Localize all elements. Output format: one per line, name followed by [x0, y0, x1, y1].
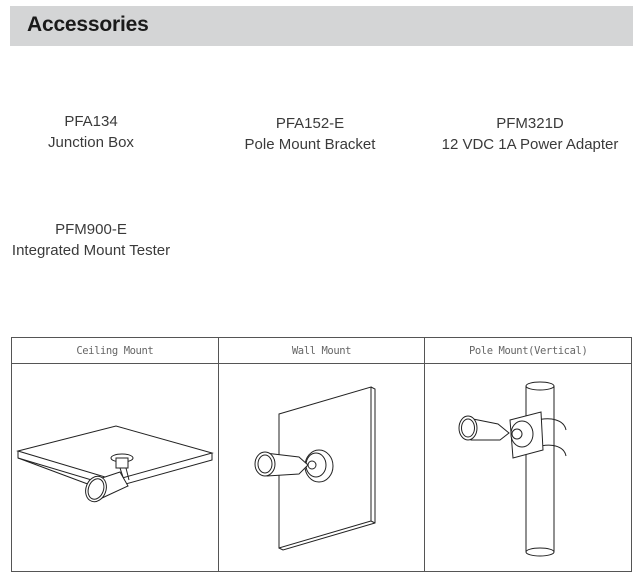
accessory-item: PFA152-E Pole Mount Bracket [230, 113, 390, 155]
section-title: Accessories [27, 13, 149, 36]
accessory-item: PFM900-E Integrated Mount Tester [0, 219, 182, 261]
accessory-description: Pole Mount Bracket [244, 136, 376, 153]
accessory-code: PFM321D [496, 115, 564, 132]
wall-mount-illustration-icon [254, 385, 376, 551]
accessory-description: Junction Box [48, 134, 134, 151]
table-row [11, 363, 632, 572]
mount-options-table: Ceiling Mount Wall Mount Pole Mount(Vert… [11, 337, 632, 572]
accessory-item: PFM321D 12 VDC 1A Power Adapter [430, 113, 630, 155]
accessory-description: Integrated Mount Tester [11, 242, 171, 259]
ceiling-mount-cell [11, 363, 219, 572]
pole-mount-cell [424, 363, 632, 572]
pole-mount-illustration-icon [458, 381, 567, 556]
accessory-item: PFA134 Junction Box [16, 111, 166, 153]
accessory-description: 12 VDC 1A Power Adapter [441, 136, 619, 153]
section-header: Accessories [10, 6, 633, 46]
table-header-row: Ceiling Mount Wall Mount Pole Mount(Vert… [11, 337, 632, 364]
accessory-code: PFA152-E [275, 115, 345, 132]
wall-mount-cell [217, 363, 426, 572]
column-header-wall-mount: Wall Mount [217, 337, 426, 364]
column-header-pole-mount: Pole Mount(Vertical) [424, 337, 632, 364]
ceiling-mount-illustration-icon [16, 424, 215, 502]
column-header-ceiling-mount: Ceiling Mount [11, 337, 219, 364]
accessory-code: PFA134 [64, 113, 118, 130]
accessory-code: PFM900-E [55, 221, 127, 238]
